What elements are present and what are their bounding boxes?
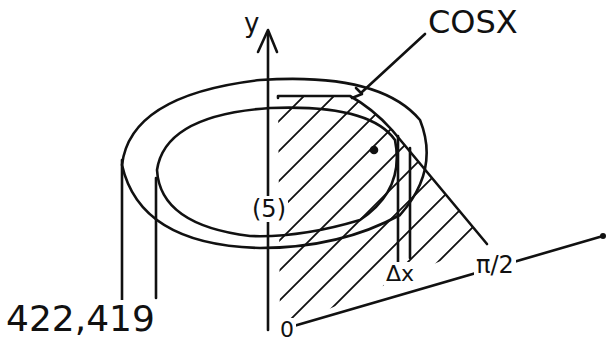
leader-line — [362, 34, 425, 92]
y-axis — [267, 32, 270, 330]
axis-arrow — [258, 30, 277, 52]
slice-line — [397, 136, 400, 262]
inner-ellipse — [157, 108, 397, 237]
cos-curve — [278, 96, 487, 244]
curve-label: COSX — [428, 6, 518, 38]
axis-label: y — [244, 10, 259, 36]
origin-label: 0 — [278, 318, 296, 342]
leader-line — [121, 160, 124, 308]
leader-arrow — [352, 88, 362, 98]
slice-line — [409, 148, 412, 258]
point-dot — [371, 147, 377, 153]
callout-number: (5) — [250, 196, 288, 222]
axis-end-dot — [600, 233, 606, 239]
limit-label: π/2 — [474, 252, 516, 278]
hatching — [250, 90, 600, 340]
leader-line — [155, 178, 158, 298]
delta-label: Δx — [384, 262, 416, 286]
outer-ellipse — [122, 79, 427, 248]
number-note: 422,419 — [4, 300, 157, 338]
x-axis — [280, 236, 603, 330]
